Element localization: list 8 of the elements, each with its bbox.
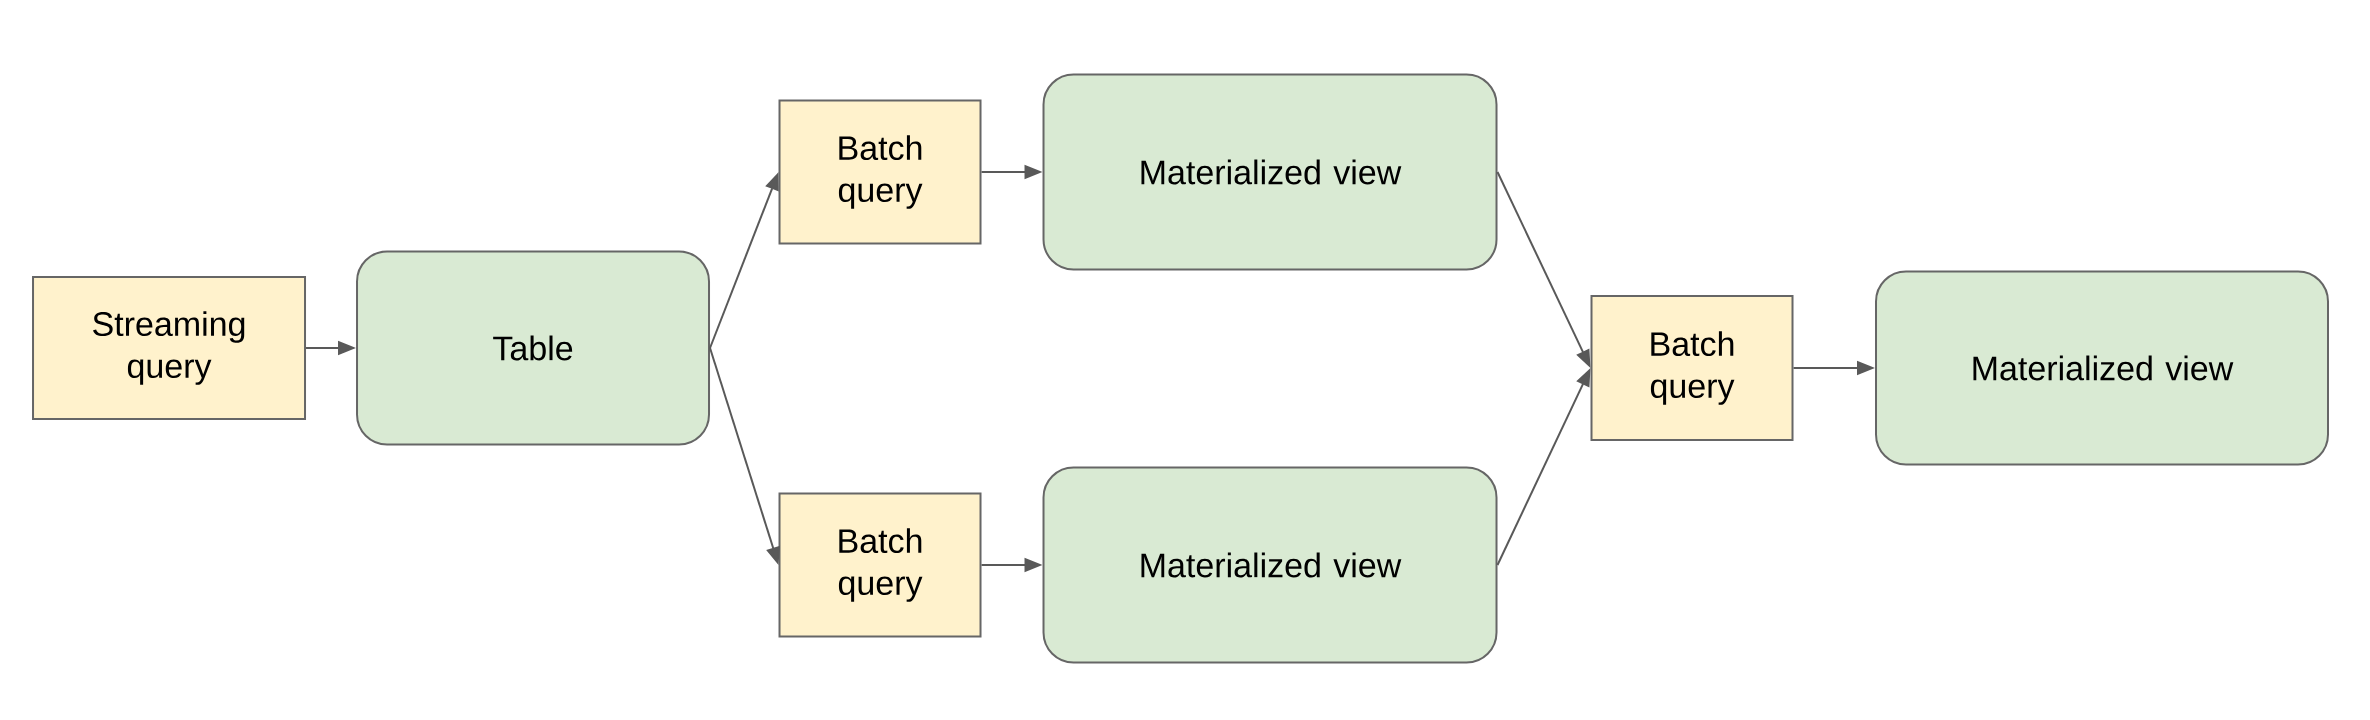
query-box: Batch query — [1590, 295, 1794, 441]
rounded-box: Materialized view — [1875, 270, 2329, 466]
rounded-box: Materialized view — [1042, 73, 1498, 271]
rounded-box: Materialized view — [1042, 466, 1498, 664]
query-box: Batch query — [778, 492, 982, 638]
rounded-box: Table — [356, 250, 710, 446]
query-box: Streaming query — [32, 276, 306, 420]
query-box: Batch query — [778, 99, 982, 245]
